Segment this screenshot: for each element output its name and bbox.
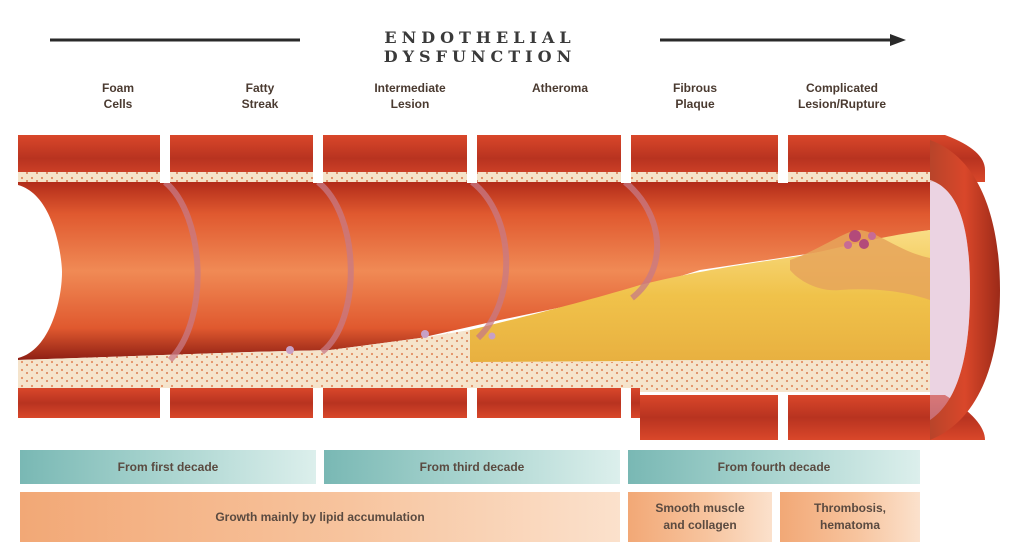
growth-band-thrombosis: Thrombosis, hematoma <box>780 492 920 542</box>
growth-band-smooth-muscle: Smooth muscle and collagen <box>628 492 772 542</box>
title-row: ENDOTHELIAL DYSFUNCTION <box>0 22 1016 54</box>
stage-label-intermediate-lesion: Intermediate Lesion <box>340 80 480 112</box>
stage-label-foam-cells: Foam Cells <box>48 80 188 112</box>
stage-label-atheroma: Atheroma <box>490 80 630 96</box>
stage-label-fatty-streak: Fatty Streak <box>190 80 330 112</box>
onset-band-third-decade: From third decade <box>324 450 620 484</box>
onset-band-first-decade: From first decade <box>20 450 316 484</box>
growth-band-lipid: Growth mainly by lipid accumulation <box>20 492 620 542</box>
stage-label-fibrous-plaque: Fibrous Plaque <box>625 80 765 112</box>
vessel-top-intima <box>18 172 938 182</box>
stage-label-complicated-lesion: Complicated Lesion/Rupture <box>772 80 912 112</box>
diagram-title: ENDOTHELIAL DYSFUNCTION <box>300 28 660 52</box>
onset-band-fourth-decade: From fourth decade <box>628 450 920 484</box>
vessel-bottom-wall <box>18 388 640 418</box>
